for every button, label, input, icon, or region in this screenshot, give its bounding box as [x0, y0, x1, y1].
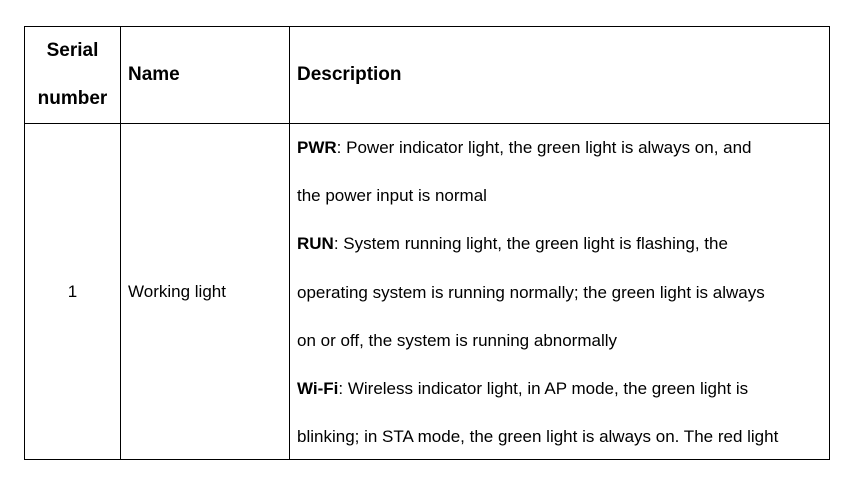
description-line-text: : System running light, the green light … — [333, 234, 728, 254]
description-line-text: operating system is running normally; th… — [297, 282, 765, 302]
description-line: operating system is running normally; th… — [297, 269, 829, 317]
serial-number-header: Serial number — [24, 26, 121, 124]
description-line-text: the power input is normal — [297, 186, 487, 206]
name-header: Name — [120, 26, 290, 124]
description-header: Description — [289, 26, 830, 124]
description-line: Wi-Fi: Wireless indicator light, in AP m… — [297, 365, 829, 413]
description-line: RUN: System running light, the green lig… — [297, 220, 829, 268]
description-line-text: : Power indicator light, the green light… — [336, 138, 752, 157]
serial-header-line-1: Serial — [46, 40, 99, 61]
description-line: on or off, the system is running abnorma… — [297, 317, 829, 365]
description-line: PWR: Power indicator light, the green li… — [297, 125, 829, 173]
indicator-keyword: PWR — [297, 138, 337, 157]
serial-number-cell: 1 — [24, 123, 121, 460]
description-line-text: : Wireless indicator light, in AP mode, … — [338, 378, 749, 398]
description-line: blinking; in STA mode, the green light i… — [297, 413, 829, 458]
indicator-keyword: RUN — [297, 234, 334, 254]
description-line: the power input is normal — [297, 172, 829, 220]
table-header-row: Serial number Name Description — [24, 26, 830, 124]
table-row: 1 Working light PWR: Power indicator lig… — [24, 123, 830, 460]
description-line-text: blinking; in STA mode, the green light i… — [297, 427, 779, 447]
description-cell: PWR: Power indicator light, the green li… — [289, 123, 830, 460]
indicator-keyword: Wi-Fi — [297, 378, 339, 398]
description-text: PWR: Power indicator light, the green li… — [297, 125, 829, 459]
serial-header-line-2: number — [37, 88, 108, 109]
description-line-text: on or off, the system is running abnorma… — [297, 330, 618, 350]
working-light-table: Serial number Name Description 1 Working… — [24, 26, 830, 460]
name-cell: Working light — [120, 123, 290, 460]
